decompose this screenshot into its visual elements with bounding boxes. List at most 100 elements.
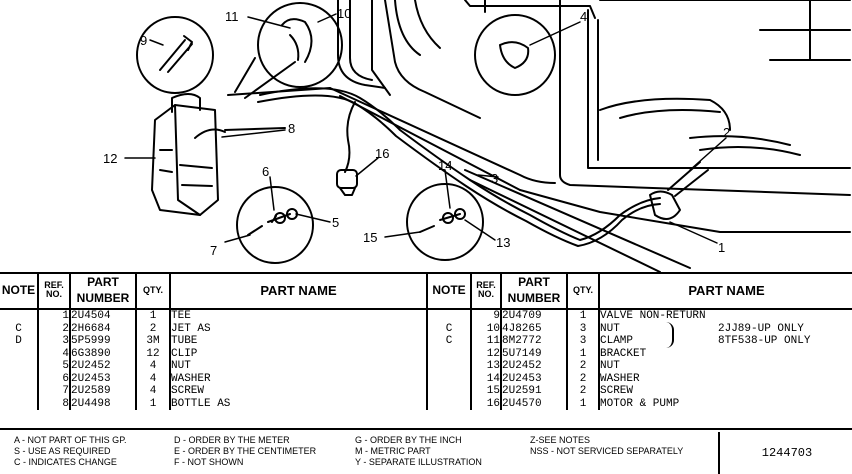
legend-entry: Y - SEPARATE ILLUSTRATION [355, 457, 482, 467]
qty-cell: 2 [566, 372, 599, 385]
note-cell [427, 398, 471, 411]
part-name-cell: TUBE [169, 335, 426, 348]
part-name-cell: SCREW [169, 385, 426, 398]
qty-cell: 3 [566, 322, 599, 335]
row-brace [664, 322, 674, 348]
legend-entry: D - ORDER BY THE METER [174, 435, 290, 445]
legend-column-2: D - ORDER BY THE METER E - ORDER BY THE … [174, 435, 316, 468]
part-name-cell: TEE [169, 309, 426, 323]
part-number-cell: 4J8265 [500, 322, 567, 335]
ref-no-cell: 6 [37, 372, 70, 385]
legend-entry: C - INDICATES CHANGE [14, 457, 117, 467]
qty-cell: 4 [135, 385, 170, 398]
legend-entry: NSS - NOT SERVICED SEPARATELY [530, 446, 684, 456]
legend-entry: A - NOT PART OF THIS GP. [14, 435, 127, 445]
callout-4: 4 [580, 9, 587, 24]
part-number-cell: 6G3890 [69, 347, 136, 360]
qty-cell: 3 [566, 335, 599, 348]
note-cell [427, 360, 471, 373]
note-cell: C [445, 335, 453, 348]
part-number-cell: 2U2452 [500, 360, 567, 373]
ref-no-cell: 15 [470, 385, 501, 398]
part-name-cell: NUT [598, 360, 852, 373]
callout-16: 16 [375, 146, 389, 161]
part-number-cell: 2U2591 [500, 385, 567, 398]
note-cell [0, 385, 38, 398]
legend-entry: Z-SEE NOTES [530, 435, 591, 445]
callout-5: 5 [332, 215, 339, 230]
note-cell: C [15, 322, 22, 335]
part-number-cell: 2U4504 [69, 309, 136, 323]
qty-cell: 1 [135, 397, 170, 410]
legend-entry: G - ORDER BY THE INCH [355, 435, 462, 445]
ref-no-cell: 13 [470, 360, 501, 373]
callout-11: 11 [225, 9, 239, 24]
callout-10: 10 [337, 6, 351, 21]
legend-entry: S - USE AS REQUIRED [14, 446, 111, 456]
table-header-row: NOTE REF. NO. PART NUMBER QTY. PART NAME [0, 272, 426, 310]
part-number-cell: 2U2452 [69, 360, 136, 373]
part-number-cell: 5U7149 [500, 347, 567, 360]
col-note: NOTE [0, 272, 38, 310]
qty-cell: 12 [135, 347, 170, 360]
exploded-view-illustration: 1 2 3 4 5 6 7 8 9 10 11 12 13 14 15 16 [103, 0, 851, 272]
motor-pump [336, 169, 358, 196]
callout-6: 6 [262, 164, 269, 179]
part-number-cell: 2U2589 [69, 385, 136, 398]
part-number-cell: 2U2453 [69, 372, 136, 385]
parts-table-left: NOTE REF. NO. PART NUMBER QTY. PART NAME… [0, 272, 426, 410]
ref-no-cell: 11 [470, 335, 501, 348]
part-number-cell: 5P5999 [69, 335, 136, 348]
callout-9: 9 [140, 33, 147, 48]
note-cell: C [445, 322, 453, 335]
washer-bottle [151, 93, 226, 216]
callout-3: 3 [491, 171, 498, 186]
legend-entry: E - ORDER BY THE CENTIMETER [174, 446, 317, 456]
legend-column-1: A - NOT PART OF THIS GP. S - USE AS REQU… [14, 435, 127, 468]
callout-14: 14 [438, 158, 452, 173]
ref-no-cell: 9 [470, 309, 501, 323]
part-number-cell: 2U4498 [69, 397, 136, 410]
ref-no-cell: 12 [470, 347, 501, 360]
ref-no-cell: 4 [37, 347, 70, 360]
part-name-cell: NUT [169, 360, 426, 373]
note-cell [0, 373, 38, 386]
ref-no-cell: 14 [470, 372, 501, 385]
table-header-row: NOTE REF. NO. PART NUMBER QTY. PART NAME [427, 272, 852, 310]
part-number-cell: 2U4570 [500, 397, 567, 410]
col-part-number: PART NUMBER [500, 272, 567, 310]
note-cell [427, 385, 471, 398]
ref-no-cell: 16 [470, 397, 501, 410]
callout-7: 7 [210, 243, 217, 258]
applicability-note: 8TF538-UP ONLY [718, 335, 811, 347]
qty-cell: 2 [566, 385, 599, 398]
part-name-cell: JET AS [169, 322, 426, 335]
callout-2: 2 [723, 125, 730, 140]
legend-column-4: Z-SEE NOTES NSS - NOT SERVICED SEPARATEL… [530, 435, 683, 457]
note-cell [427, 348, 471, 361]
col-part-name: PART NAME [169, 272, 426, 310]
document-number: 1244703 [718, 432, 852, 474]
qty-cell: 1 [135, 309, 170, 323]
callout-12: 12 [103, 151, 117, 166]
part-number-cell: 2U4709 [500, 309, 567, 323]
qty-cell: 1 [566, 309, 599, 323]
legend-entry: F - NOT SHOWN [174, 457, 244, 467]
ref-no-cell: 8 [37, 397, 70, 410]
callout-15: 15 [363, 230, 377, 245]
qty-cell: 2 [566, 360, 599, 373]
parts-table-right: NOTE REF. NO. PART NUMBER QTY. PART NAME… [426, 272, 852, 410]
